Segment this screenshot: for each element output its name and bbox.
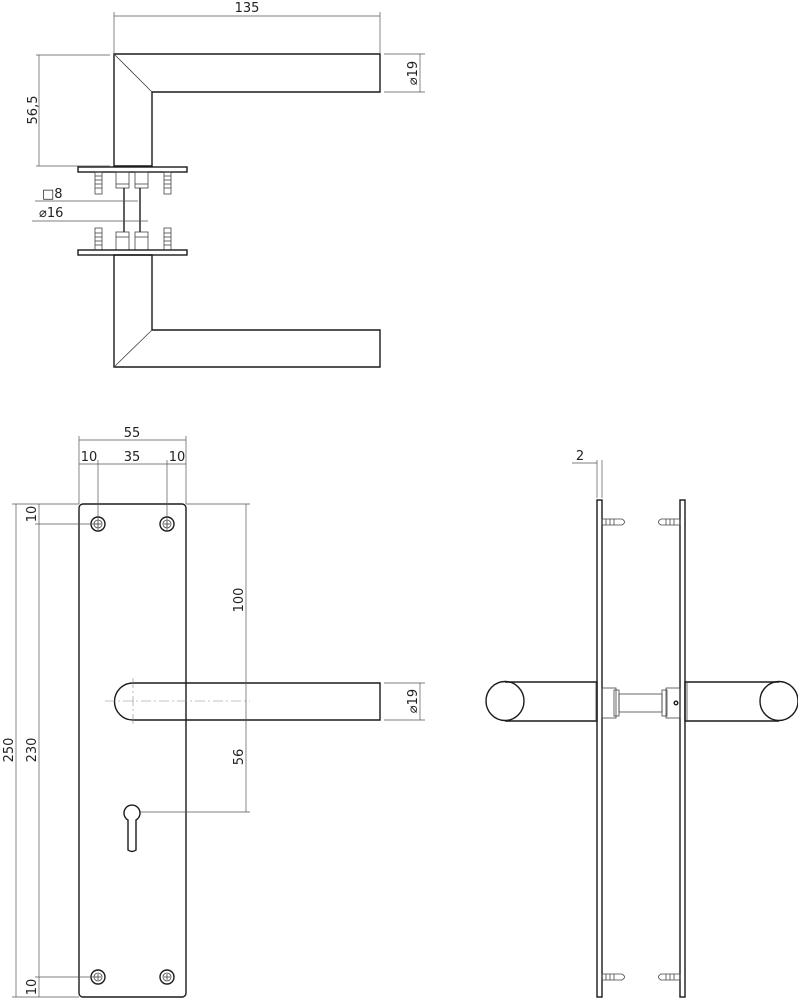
top-view: 135 56,5 ⌀19 □8 ⌀16 <box>26 1 425 368</box>
lever <box>113 682 381 721</box>
dim-hole-edge-right: 10 <box>169 450 186 465</box>
screw-icon <box>94 171 103 195</box>
upper-rosette <box>77 166 188 173</box>
lower-rosette <box>77 249 188 256</box>
dim-plate-height: 250 <box>2 738 17 763</box>
lower-lever <box>113 254 381 368</box>
spindle <box>618 693 663 713</box>
right-lever-side <box>684 681 779 722</box>
screw-icon <box>601 973 625 981</box>
dim-lever-diameter: ⌀19 <box>406 61 421 85</box>
side-view: 2 <box>485 449 798 998</box>
keyhole-icon <box>123 804 141 853</box>
dim-hole-vertical-spacing: 230 <box>25 738 40 763</box>
dim-hole-bottom-offset: 10 <box>25 979 40 996</box>
dim-length: 135 <box>235 1 260 16</box>
dim-lever-to-keyhole: 56 <box>232 749 247 766</box>
screw-icon <box>163 171 172 195</box>
screw-icon <box>658 518 681 526</box>
upper-lever <box>113 53 381 167</box>
screw-icon <box>163 227 172 251</box>
dim-rosette-diameter: ⌀16 <box>39 206 63 221</box>
right-plate <box>679 499 686 998</box>
dim-spindle-square: □8 <box>42 187 63 202</box>
screw-icon <box>94 227 103 251</box>
dim-lever-to-top: 100 <box>232 588 247 613</box>
dim-plate-thickness: 2 <box>576 449 584 464</box>
dim-height: 56,5 <box>26 96 41 125</box>
screw-icon <box>159 969 175 985</box>
screw-icon <box>658 973 681 981</box>
backplate <box>78 503 187 998</box>
dim-hole-top-offset: 10 <box>25 506 40 523</box>
dim-plate-width: 55 <box>124 426 141 441</box>
screw-icon <box>601 518 625 526</box>
left-lever-side <box>505 681 598 722</box>
dim-lever-diameter-front: ⌀19 <box>406 689 421 713</box>
left-plate <box>596 499 603 998</box>
front-view: 55 10 35 10 250 230 10 10 100 56 ⌀19 <box>2 426 425 998</box>
dim-hole-spacing: 35 <box>124 450 141 465</box>
dim-hole-edge-left: 10 <box>81 450 98 465</box>
